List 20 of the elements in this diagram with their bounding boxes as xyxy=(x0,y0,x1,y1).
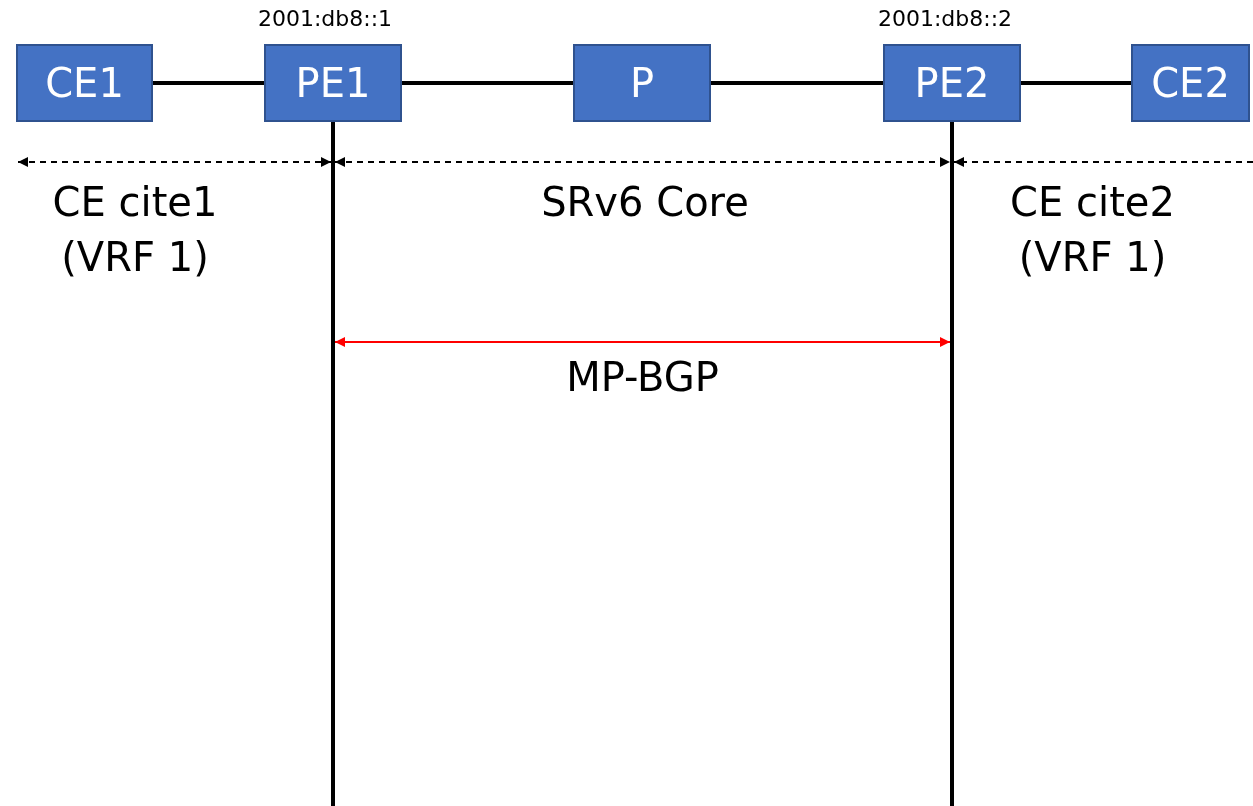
connector xyxy=(153,81,264,85)
dashed-arrow xyxy=(334,157,951,167)
lifeline xyxy=(331,122,335,806)
double-arrow xyxy=(334,337,951,347)
connector xyxy=(711,81,883,85)
router-box: CE1 xyxy=(16,44,153,122)
dashed-arrow xyxy=(953,157,1253,167)
connector xyxy=(402,81,573,85)
dashed-arrow xyxy=(17,157,332,167)
router-box: PE2 xyxy=(883,44,1021,122)
connector xyxy=(1021,81,1131,85)
address-label: 2001:db8::1 xyxy=(256,6,394,31)
router-box: P xyxy=(573,44,711,122)
address-label: 2001:db8::2 xyxy=(876,6,1014,31)
router-box: PE1 xyxy=(264,44,402,122)
router-box: CE2 xyxy=(1131,44,1250,122)
segment-label: SRv6 Core xyxy=(540,178,750,227)
segment-label: CE cite1 (VRF 1) xyxy=(51,178,219,282)
lifeline xyxy=(950,122,954,806)
segment-label: CE cite2 (VRF 1) xyxy=(1009,178,1176,282)
